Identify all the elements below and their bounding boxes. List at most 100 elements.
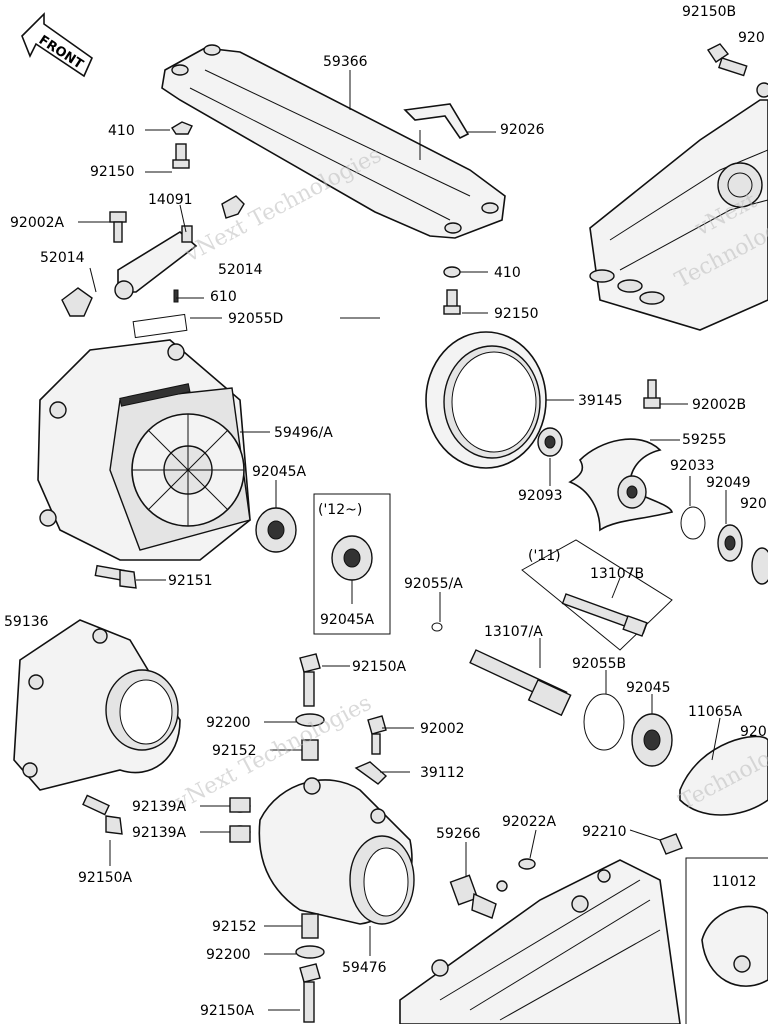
nozzle-59136 [13,619,181,791]
callout-610: 610 [210,289,237,305]
ride-plate-housing [589,99,768,331]
callout-11065A: 11065A [688,704,743,720]
washer-410-a [171,121,193,135]
callout-92152-b: 92152 [212,919,257,935]
bearing-92045 [631,713,673,767]
arm-39112 [354,761,388,785]
callout-13107B: 13107B [590,566,644,582]
callout-92210: 92210 [582,824,627,840]
callout-92139A-a: 92139A [132,799,187,815]
front-arrow: FRONT [21,12,93,78]
oring-92055A [431,622,443,632]
bearing-92045A-b [331,535,373,581]
callout-92033: 92033 [670,458,715,474]
watermark-line1: vNext Technologies [180,143,386,268]
bolt-92150B [706,43,748,77]
callout-59366: 59366 [323,54,368,70]
callout-52014-b: 52014 [218,262,263,278]
bolt-92002 [367,715,387,755]
callout-year-12: ('12~) [318,502,362,518]
callout-410-a: 410 [108,123,135,139]
callout-39112: 39112 [420,765,465,781]
bolt-92150A-left [82,794,123,835]
seal-92093 [537,427,563,457]
callout-39145: 39145 [578,393,623,409]
callout-92150A-b: 92150A [78,870,133,886]
bushing-92139A-a [229,797,251,813]
callout-92200-b: 92200 [206,947,251,963]
washer-92022A [518,858,536,870]
callout-14091: 14091 [148,192,193,208]
bolt-92150A-bottom [299,963,321,1023]
variant-box-12 [313,493,391,635]
callout-59496A: 59496/A [274,425,333,441]
bearing-92045A-a [255,507,297,553]
callout-92151: 92151 [168,573,213,589]
callout-92049: 92049 [706,475,751,491]
shaft-13107A [469,649,572,717]
shaft-13107B [561,593,648,637]
washer-92049 [717,524,743,562]
variant-box-right [685,857,768,1024]
deflector-piece [403,103,470,140]
bolt-92150A-center [299,653,321,707]
callout-92045A-b: 92045A [320,612,375,628]
callout-92150-a: 92150 [90,164,135,180]
callout-92026: 92026 [500,122,545,138]
bolt-92150-a [172,143,190,169]
callout-920-right2: 920 [740,724,767,740]
washer-edge-r [751,547,768,585]
callout-92150A-a: 92150A [352,659,407,675]
impeller [568,438,673,532]
pump-cover-plate [161,44,506,239]
elbow-52014 [61,287,93,317]
callout-year-11: ('11) [528,548,561,564]
callout-59266: 59266 [436,826,481,842]
bushing-92139A-b [229,825,251,843]
bolt-92150-b [443,289,461,315]
washer-92200-b [295,945,325,959]
washer-tr [756,82,768,98]
fitting-59266 [449,874,508,919]
callout-92055B: 92055B [572,656,626,672]
callout-92200-a: 92200 [206,715,251,731]
callout-92045A-a: 92045A [252,464,307,480]
callout-92002: 92002 [420,721,465,737]
callout-labels: 92150B 920 59366 410 92026 92150 14091 9… [4,4,767,1019]
callout-92055D: 92055D [228,311,283,327]
callout-59255: 59255 [682,432,727,448]
callout-59476: 59476 [342,960,387,976]
lower-housing [399,859,681,1024]
callout-410-b: 410 [494,265,521,281]
pump-housing [37,339,251,561]
callout-52014-a: 52014 [40,250,85,266]
callout-92150A-c: 92150A [200,1003,255,1019]
callout-92022A: 92022A [502,814,557,830]
bolt-92002B [643,379,661,409]
callout-92139A-b: 92139A [132,825,187,841]
callout-92152-a: 92152 [212,743,257,759]
bolt-92002A [109,211,127,243]
callout-920-right: 920 [740,496,767,512]
water-fitting-assembly [114,195,245,303]
callout-92093: 92093 [518,488,563,504]
cap-11065A [679,735,768,816]
wear-ring [425,331,547,469]
plug-92210 [659,833,683,855]
collar-92152-b [301,913,319,939]
callout-59136: 59136 [4,614,49,630]
callout-92045: 92045 [626,680,671,696]
variant-box-11 [521,539,673,651]
nozzle-59476 [258,777,415,925]
washer-410-b [443,266,461,278]
callout-92002B: 92002B [692,397,746,413]
callout-92055A: 92055/A [404,576,463,592]
callout-92150B: 92150B [682,4,736,20]
gasket-92055D [132,313,188,339]
callout-13107A: 13107/A [484,624,543,640]
callout-920-top-right: 920 [738,30,765,46]
oring-92055B [583,693,625,751]
bolt-92151 [94,564,137,589]
callout-92150-b: 92150 [494,306,539,322]
